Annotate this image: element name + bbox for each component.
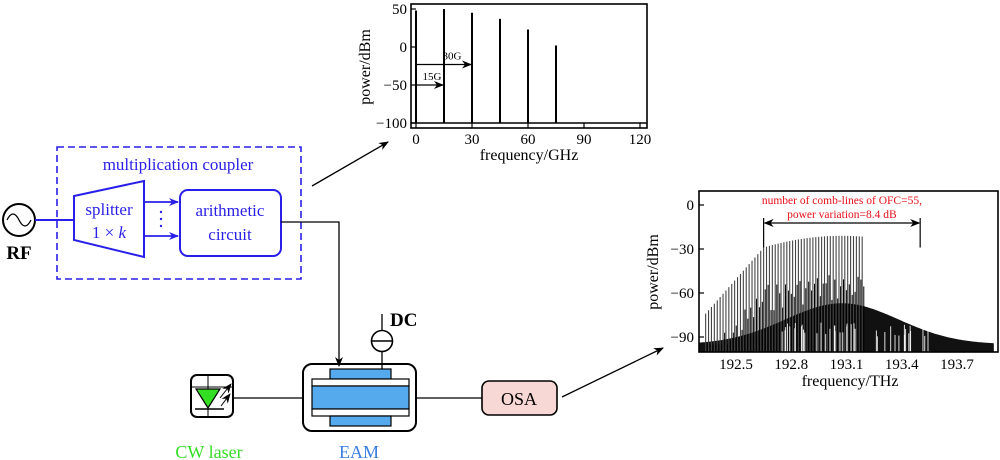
splitter-block: [73, 179, 145, 259]
chart1-xtick-label: 30: [465, 132, 480, 148]
chart2-xtick-label: 193.4: [885, 357, 919, 373]
chart1-spacing-label: 30G: [443, 50, 462, 62]
chart2-xtick-label: 193.7: [940, 357, 974, 373]
osa-box: [481, 380, 558, 416]
chart1-ytick-label: 0: [400, 40, 408, 56]
emission-arrow-icon: [220, 393, 231, 407]
chart2-xtick-label: 193.1: [830, 357, 864, 373]
arithmetic-circuit-block: [179, 189, 282, 257]
chart2-annotation-line2: power variation=8.4 dB: [787, 209, 897, 221]
splitter-label: splitter: [85, 200, 133, 219]
sine-wave-icon: [6, 213, 32, 227]
arithmetic-label-2: circuit: [208, 225, 252, 244]
chart1-frame: [410, 3, 648, 129]
arithmetic-label-1: arithmetic: [196, 201, 265, 220]
chart1-ytick-label: −50: [384, 78, 407, 94]
coupler-dashed-border: [56, 146, 302, 280]
cw-laser-label: CW laser: [175, 442, 242, 460]
chart2-xtick-label: 192.8: [774, 357, 808, 373]
coupler-title: multiplication coupler: [103, 155, 254, 174]
chart1-ytick-label: −100: [376, 116, 407, 132]
optical-spectrum-chart: 0 −30 −60 −90 192.5 192.8 193.1 193.4 193.7 num…: [645, 190, 999, 390]
chart2-annotation-line1: number of comb-lines of OFC=55,: [762, 195, 922, 207]
eam-label: EAM: [339, 442, 379, 460]
chart1-xtick-label: 0: [412, 132, 420, 148]
splitter-ratio: 1 × k: [92, 223, 127, 242]
chart1-spacing-label: 15G: [423, 71, 442, 83]
eam: EAM: [302, 363, 417, 460]
chart2-xlabel: frequency/THz: [802, 373, 899, 390]
chart1-xlabel: frequency/GHz: [480, 147, 579, 164]
chart2-frame: [698, 190, 999, 353]
chart1-xtick-label: 120: [629, 132, 652, 148]
dc-label: DC: [390, 310, 417, 331]
laser-diode-icon: [194, 388, 222, 410]
chart2-ylabel: power/dBm: [645, 234, 662, 310]
chart1-xtick-label: 60: [521, 132, 536, 148]
dc-source: DC: [370, 310, 417, 369]
cw-laser-box: [190, 374, 234, 418]
emission-arrow-icon: [219, 383, 232, 399]
chart2-ytick-label: 0: [687, 198, 695, 214]
chart1-xtick-label: 90: [577, 132, 592, 148]
chart1-ytick-label: 50: [392, 2, 407, 18]
eam-waveguide: [311, 385, 410, 410]
cw-laser: CW laser: [175, 374, 243, 460]
ellipsis-dots: [159, 210, 163, 228]
multiplication-coupler: multiplication coupler splitter 1 × k ar…: [56, 146, 302, 280]
osa-label: OSA: [501, 389, 537, 409]
chart2-ytick-label: −60: [671, 286, 694, 302]
arrow-to-rf-spectrum: [311, 141, 389, 187]
chart2-ytick-label: −90: [671, 330, 694, 346]
rf-source: RF: [2, 203, 36, 264]
chart2-xtick-label: 192.5: [719, 357, 753, 373]
chart2-ytick-label: −30: [671, 242, 694, 258]
arith-to-eam-line: [281, 221, 343, 367]
osa: OSA: [481, 380, 558, 416]
rf-label: RF: [6, 243, 31, 264]
chart1-ylabel: power/dBm: [357, 29, 374, 105]
arrow-to-optical-spectrum: [561, 347, 664, 398]
